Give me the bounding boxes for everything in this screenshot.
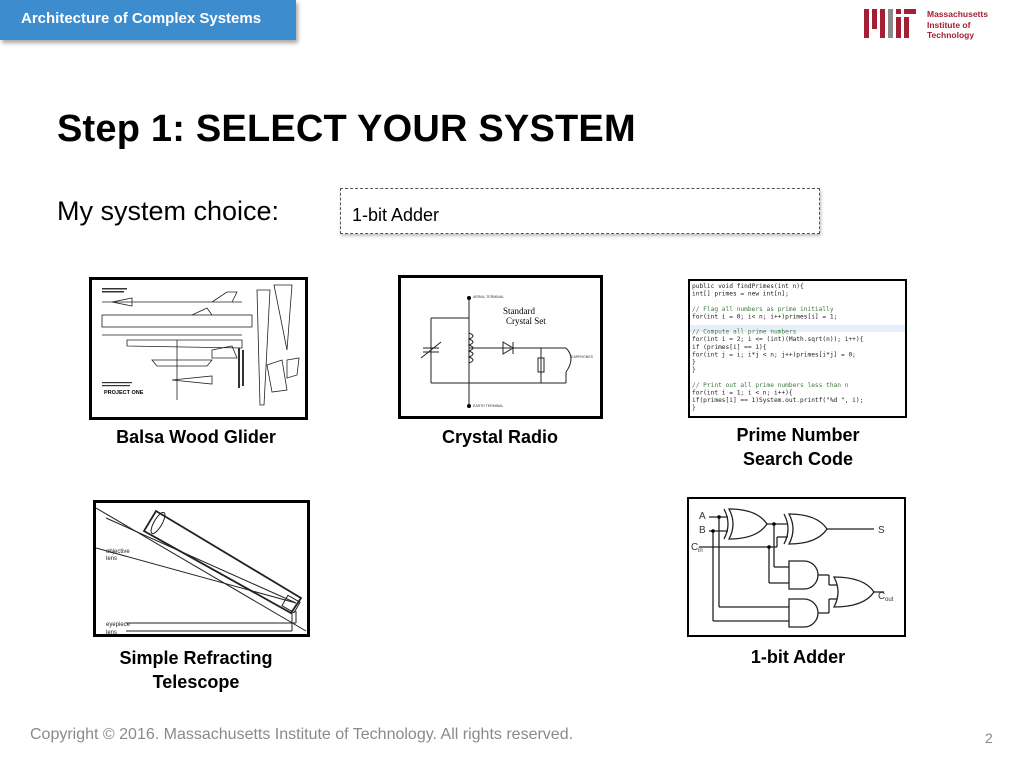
svg-text:in: in [698, 548, 703, 554]
adder-image[interactable]: A B C in S C out [687, 497, 906, 637]
code-line: public void findPrimes(int n){ [692, 283, 804, 290]
svg-text:C: C [691, 542, 698, 553]
code-line: int[] primes = new int[n]; [692, 291, 789, 298]
code-line: } [692, 405, 696, 412]
svg-text:Crystal Set: Crystal Set [506, 316, 546, 326]
course-title-tab: Architecture of Complex Systems [0, 0, 296, 40]
system-choice-field[interactable]: 1-bit Adder [340, 188, 820, 234]
glider-drawing: PROJECT ONE [101, 284, 300, 406]
svg-text:B: B [699, 525, 706, 536]
svg-text:S: S [878, 525, 885, 536]
option-caption-adder: 1-bit Adder [750, 647, 846, 667]
code-line: for(int i = 1; i < n; i++){ [692, 389, 793, 396]
option-caption-prime-code: Prime Number Search Code [736, 425, 860, 469]
page-number: 2 [985, 730, 993, 746]
svg-text:out: out [885, 597, 894, 603]
crystal-radio-schematic: Standard Crystal Set AERIAL TERMINAL EAR… [420, 295, 594, 408]
slide-title: Step 1: SELECT YOUR SYSTEM [57, 108, 636, 150]
copyright-footer: Copyright © 2016. Massachusetts Institut… [30, 726, 574, 743]
code-line: for(int i = 0; i< n; i++)primes[i] = 1; [692, 313, 837, 320]
adder-logic-diagram: A B C in S C out [691, 508, 894, 628]
code-line: if(primes[i] == 1)System.out.printf("%d … [692, 397, 863, 404]
code-line: // Compute all prime numbers [692, 329, 797, 336]
code-line: for(int j = i; i*j < n; j++)primes[i*j] … [692, 351, 856, 358]
svg-text:lens: lens [106, 630, 117, 634]
svg-text:objective: objective [106, 549, 130, 555]
svg-text:eyepiece: eyepiece [106, 622, 131, 628]
code-line: } [692, 359, 696, 366]
mit-logo: Massachusetts Institute of Technology [864, 6, 1014, 42]
svg-text:C: C [878, 591, 885, 602]
mit-logo-text: Massachusetts Institute of Technology [927, 9, 988, 40]
code-line: // Print out all prime numbers less than… [692, 382, 849, 389]
option-caption-glider: Balsa Wood Glider [116, 427, 276, 447]
code-line: if (primes[i] == 1){ [692, 344, 767, 351]
svg-text:lens: lens [106, 556, 117, 562]
telescope-image[interactable]: objective lens eyepiece lens [93, 500, 310, 637]
code-line: for(int i = 2; i <= (int)(Math.sqrt(n));… [692, 336, 864, 343]
prime-code-image[interactable]: public void findPrimes(int n){ int[] pri… [688, 279, 907, 418]
svg-text:A: A [699, 511, 706, 522]
option-caption-crystal-radio: Crystal Radio [441, 427, 559, 447]
code-line: } [692, 367, 696, 374]
svg-text:PROJECT ONE: PROJECT ONE [104, 390, 144, 396]
prime-code-snippet: public void findPrimes(int n){ int[] pri… [690, 283, 905, 412]
telescope-diagram: objective lens eyepiece lens [96, 507, 307, 634]
svg-text:EARPHONES: EARPHONES [571, 355, 594, 359]
code-line: // Flag all numbers as prime initially [692, 306, 834, 313]
svg-text:AERIAL TERMINAL: AERIAL TERMINAL [473, 295, 504, 299]
svg-text:EARTH TERMINAL: EARTH TERMINAL [473, 404, 503, 408]
glider-image[interactable]: PROJECT ONE [89, 277, 308, 420]
option-caption-telescope: Simple Refracting Telescope [119, 648, 273, 692]
mit-logo-mark [864, 9, 916, 38]
svg-text:Standard: Standard [503, 306, 535, 316]
crystal-radio-image[interactable]: Standard Crystal Set AERIAL TERMINAL EAR… [398, 275, 603, 419]
system-choice-label: My system choice: [57, 196, 280, 226]
